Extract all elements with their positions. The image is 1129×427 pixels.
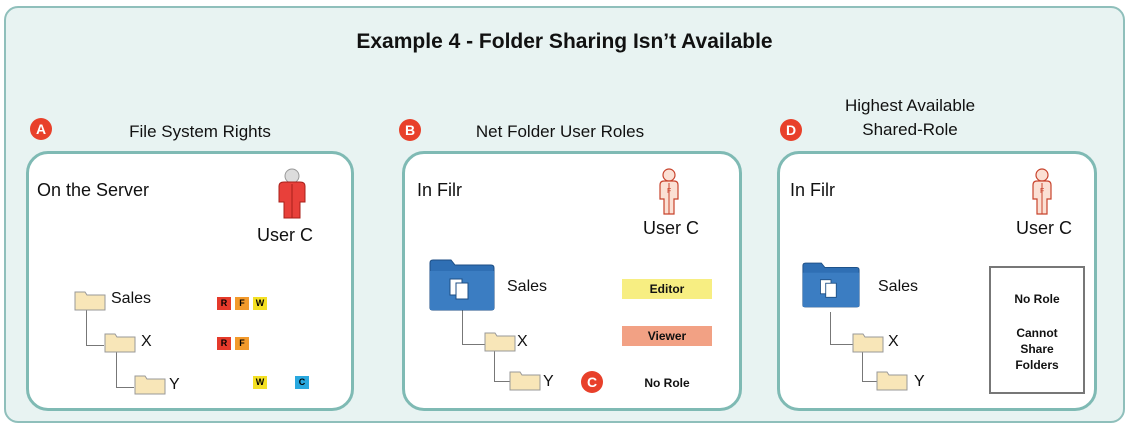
panel-net-folder-roles: In Filr F User C Sales X Y Editor Viewe <box>402 151 742 411</box>
location-label: In Filr <box>790 180 835 200</box>
user-icon: F <box>1032 168 1052 215</box>
badge-d: D <box>780 119 802 141</box>
badge-c: C <box>581 371 603 393</box>
diagram-title: Example 4 - Folder Sharing Isn’t Availab… <box>356 30 773 53</box>
panel-file-system-rights: On the Server User C Sales X Y R F W R F… <box>26 151 354 411</box>
folder-label-x: X <box>888 333 899 350</box>
badge-b: B <box>399 119 421 141</box>
tree-connector <box>830 312 855 345</box>
folder-label-y: Y <box>914 373 925 390</box>
user-icon: F <box>659 168 679 215</box>
tree-connector <box>462 306 487 345</box>
folder-label-sales: Sales <box>507 278 548 295</box>
folder-label-sales: Sales <box>111 290 152 307</box>
right-badge-f: F <box>235 297 249 310</box>
highest-role-box: No Role Cannot Share Folders <box>989 266 1085 394</box>
role-none: No Role <box>644 376 690 390</box>
panel-highest-shared-role: In Filr F User C Sales X Y No Role Canno <box>777 151 1097 411</box>
section-d-title-line1: Highest Available <box>844 96 976 115</box>
right-badge-w: W <box>253 297 267 310</box>
folder-label-x: X <box>141 333 152 350</box>
role-editor: Editor <box>622 279 712 299</box>
folder-label-x: X <box>517 333 528 350</box>
location-label: On the Server <box>37 180 150 200</box>
folder-icon <box>74 291 106 311</box>
role-viewer: Viewer <box>622 326 712 346</box>
net-folder-icon <box>802 262 860 308</box>
user-label: User C <box>257 225 314 245</box>
cannot-share-line1: Cannot <box>1016 326 1058 340</box>
folder-label-y: Y <box>543 373 554 390</box>
folder-icon <box>876 371 908 391</box>
section-d-title: Highest Available Shared-Role <box>810 94 1010 142</box>
tree-connector <box>494 351 511 382</box>
tree-connector <box>862 351 879 382</box>
folder-icon <box>134 375 166 395</box>
svg-text:F: F <box>667 188 671 195</box>
folder-icon <box>509 371 541 391</box>
location-label: In Filr <box>417 180 462 200</box>
user-label: User C <box>1016 218 1073 238</box>
cannot-share-line3: Folders <box>1015 358 1059 372</box>
section-d-title-line2: Shared-Role <box>862 120 958 139</box>
badge-a: A <box>30 118 52 140</box>
svg-text:F: F <box>1040 188 1044 195</box>
folder-icon <box>104 333 136 353</box>
folder-icon <box>484 332 516 352</box>
right-badge-w: W <box>253 376 267 389</box>
net-folder-icon <box>429 259 495 311</box>
folder-icon <box>852 333 884 353</box>
right-badge-r: R <box>217 337 231 350</box>
section-a-title: File System Rights <box>129 122 271 141</box>
cannot-share-line2: Share <box>1020 342 1054 356</box>
folder-label-y: Y <box>169 376 180 393</box>
highest-role-label: No Role <box>1014 292 1060 306</box>
right-badge-f: F <box>235 337 249 350</box>
section-b-title: Net Folder User Roles <box>475 122 645 141</box>
folder-label-sales: Sales <box>878 278 919 295</box>
user-label: User C <box>643 218 700 238</box>
right-badge-r: R <box>217 297 231 310</box>
tree-connector <box>86 309 104 346</box>
user-icon <box>278 168 306 219</box>
right-badge-c: C <box>295 376 309 389</box>
tree-connector <box>116 349 134 388</box>
